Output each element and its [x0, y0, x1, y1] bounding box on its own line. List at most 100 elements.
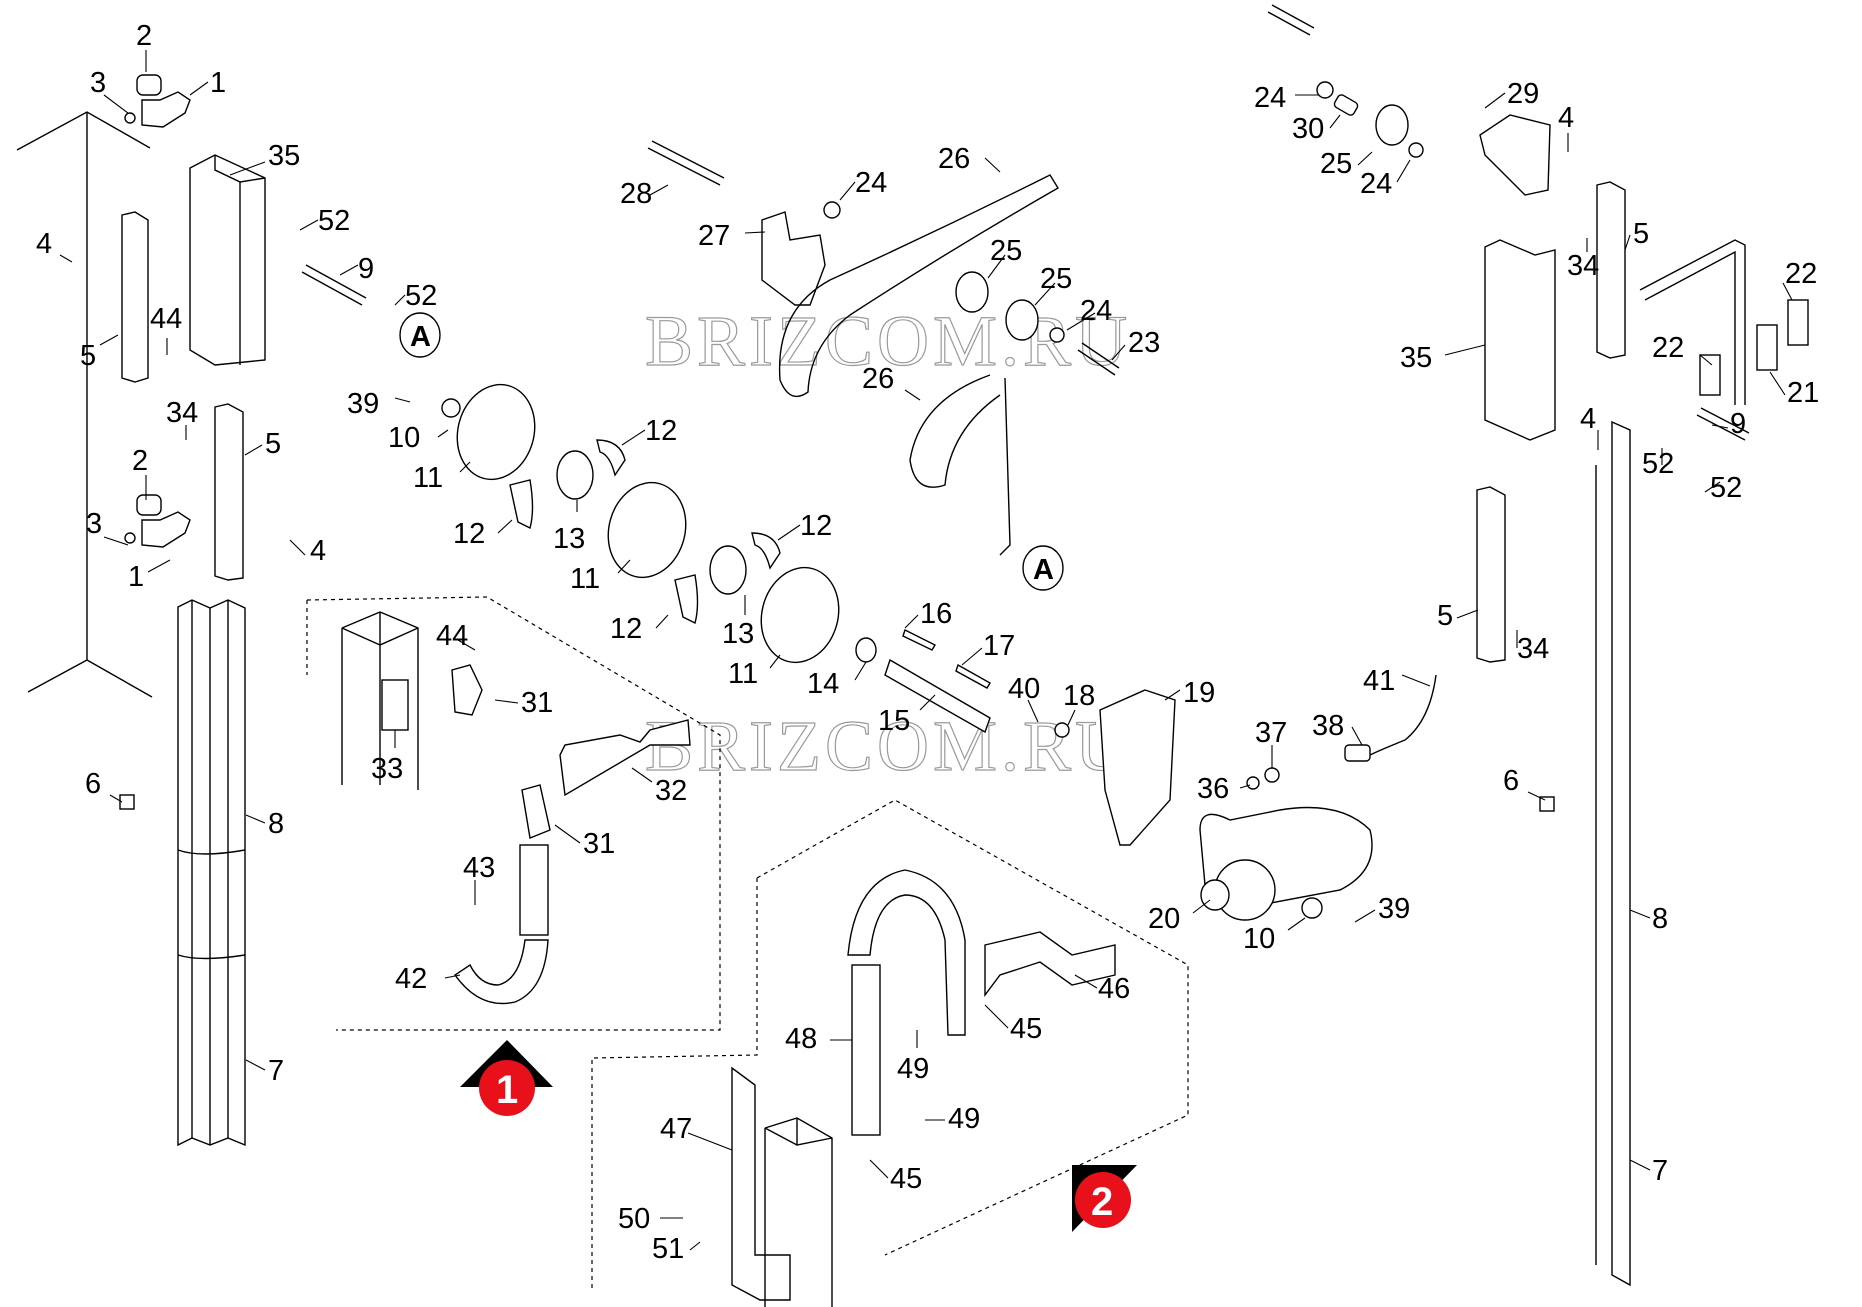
bolt-28 — [647, 140, 725, 186]
cable-41 — [1369, 674, 1437, 756]
callout-28: 28 — [620, 178, 652, 210]
bushing-14 — [855, 637, 877, 663]
left-assembly: A — [16, 74, 441, 1147]
clamp-plate-22-upper — [1787, 299, 1809, 346]
washer-10-right — [1301, 897, 1323, 919]
callout-45: 45 — [1010, 1013, 1042, 1045]
watermark-top: BRIZCOM.RU — [645, 301, 1131, 381]
cable-chain-arc-48 — [847, 869, 966, 1036]
callout-12: 12 — [453, 518, 485, 550]
callout-47: 47 — [660, 1113, 692, 1145]
key-17 — [955, 663, 991, 689]
shoe-12-b — [509, 479, 534, 530]
mounting-bracket-46 — [984, 931, 1116, 998]
mounting-plate-33 — [381, 679, 409, 731]
callout-44: 44 — [436, 620, 468, 652]
hub-13-a — [556, 450, 594, 500]
key-16 — [902, 629, 936, 651]
cable-chain-straight-48 — [851, 964, 881, 1136]
callout-21: 21 — [1787, 377, 1819, 409]
callout-17: 17 — [983, 630, 1015, 662]
callout-25: 25 — [1320, 148, 1352, 180]
detail-badge-2: 2 — [1072, 1165, 1137, 1232]
callout-4: 4 — [310, 535, 326, 567]
callout-16: 16 — [920, 598, 952, 630]
callout-25: 25 — [990, 235, 1022, 267]
reference-a-marker-left — [399, 312, 441, 358]
callout-52: 52 — [1710, 472, 1742, 504]
callout-29: 29 — [1507, 78, 1539, 110]
callout-19: 19 — [1183, 677, 1215, 709]
callout-2: 2 — [136, 20, 152, 52]
washer-24-c — [1316, 81, 1334, 99]
pulley-25-c — [1375, 104, 1409, 146]
nut-bottom — [124, 532, 136, 544]
chain-bracket-31-upper — [451, 664, 483, 716]
callout-5: 5 — [1633, 218, 1649, 250]
callout-39: 39 — [347, 388, 379, 420]
callout-26: 26 — [862, 363, 894, 395]
callout-22: 22 — [1785, 258, 1817, 290]
callout-1: 1 — [128, 561, 144, 593]
callout-9: 9 — [1730, 408, 1746, 440]
hub-13-b — [709, 545, 747, 595]
shaft-23 — [1077, 342, 1120, 376]
callout-2: 2 — [132, 445, 148, 477]
callout-36: 36 — [1197, 773, 1229, 805]
detail-1-cable-chain — [306, 596, 721, 1031]
callout-51: 51 — [652, 1233, 684, 1265]
motor-bracket-19 — [1099, 689, 1176, 846]
callout-12: 12 — [610, 613, 642, 645]
detail-badge-1: 1 — [460, 1040, 553, 1116]
motor-output-shaft — [1200, 879, 1230, 911]
rail-right — [1611, 420, 1631, 1287]
belt-26-lower — [909, 374, 1011, 556]
nut-37 — [1264, 767, 1280, 783]
disc-11-b — [607, 481, 687, 579]
callout-9: 9 — [358, 253, 374, 285]
callout-42: 42 — [395, 963, 427, 995]
callout-4: 4 — [1580, 403, 1596, 435]
callout-11: 11 — [570, 563, 600, 595]
callout-32: 32 — [655, 775, 687, 807]
callout-labels: 2 3 1 35 4 52 9 52 5 44 34 5 2 3 1 4 6 8… — [36, 20, 1819, 1265]
spacer-30 — [1333, 94, 1359, 116]
chain-bracket-31-lower — [521, 784, 551, 839]
callout-15: 15 — [878, 705, 910, 737]
pulley-25-b — [1005, 299, 1039, 341]
callout-22: 22 — [1652, 332, 1684, 364]
callout-5: 5 — [265, 428, 281, 460]
callout-1: 1 — [210, 67, 226, 99]
reference-a-label-right: A — [1033, 554, 1054, 586]
cable-chain-curve-42 — [454, 939, 549, 1005]
callout-6: 6 — [1503, 765, 1519, 797]
callout-35: 35 — [1400, 342, 1432, 374]
callout-14: 14 — [807, 668, 839, 700]
callout-37: 37 — [1255, 717, 1287, 749]
disc-11-c — [760, 566, 840, 664]
nut-36 — [1246, 776, 1260, 790]
shoe-12-c — [751, 532, 781, 570]
post-square-detail-2 — [764, 1117, 833, 1307]
callout-8: 8 — [1652, 903, 1668, 935]
callout-13: 13 — [553, 523, 585, 555]
callout-8: 8 — [268, 808, 284, 840]
shoe-12-d — [674, 574, 699, 625]
washer-24-b — [1049, 327, 1065, 343]
drive-assembly: A — [441, 140, 1437, 921]
badge-2-circle — [1075, 1172, 1131, 1228]
callout-31: 31 — [521, 687, 553, 719]
callout-38: 38 — [1312, 710, 1344, 742]
washer-24-d — [1408, 142, 1424, 158]
callout-34: 34 — [166, 397, 198, 429]
cable-gland-38 — [1344, 744, 1371, 762]
proximity-sensor-top — [136, 74, 162, 96]
callout-50: 50 — [618, 1203, 650, 1235]
callout-44: 44 — [150, 303, 182, 335]
callout-11: 11 — [728, 658, 758, 690]
reference-a-marker-right — [1022, 545, 1064, 591]
callout-26: 26 — [938, 143, 970, 175]
callout-10: 10 — [1243, 923, 1275, 955]
callout-52: 52 — [405, 280, 437, 312]
right-assembly — [1267, 4, 1809, 1287]
